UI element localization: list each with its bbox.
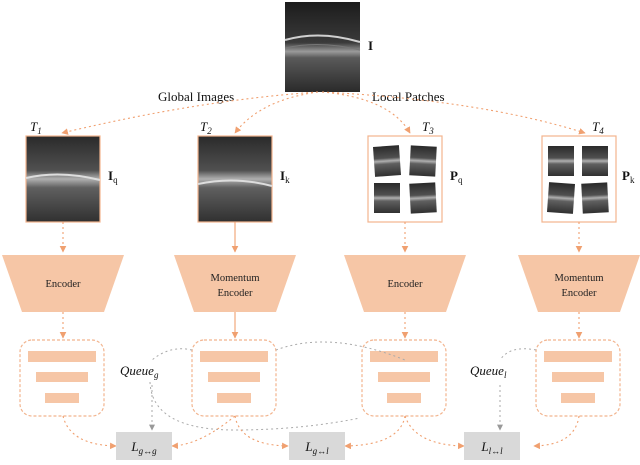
queue-arrows [149, 341, 537, 431]
view-label-iq: Iq [108, 168, 118, 185]
loss-box-gl [289, 432, 345, 460]
encoder-3-label: Encoder [388, 279, 423, 290]
encoder-query-local [344, 255, 466, 312]
queue-global-label: Queueg [120, 363, 159, 380]
transform-4: T4 [592, 119, 604, 136]
view-patches-pk [541, 135, 617, 223]
view-label-pq: Pq [450, 168, 463, 185]
encoder-4-label-line2: Encoder [562, 288, 597, 299]
loss-box-ll [464, 432, 520, 460]
image-to-encoder-arrows [59, 222, 583, 253]
encoder-2-label-line2: Encoder [218, 288, 253, 299]
encoder-query-global [2, 255, 124, 312]
augmentation-arrows [61, 91, 586, 135]
view-image-ik [197, 135, 273, 223]
feature-to-loss-arrows [62, 415, 580, 450]
view-label-ik: Ik [280, 168, 290, 185]
encoder-1-label: Encoder [46, 279, 81, 290]
loss-gl-label: Lg↔l [304, 439, 329, 456]
transform-1: T1 [30, 119, 42, 136]
loss-ll-label: Ll↔l [480, 439, 503, 456]
view-label-pk: Pk [622, 168, 635, 185]
view-image-iq [25, 135, 101, 223]
input-image-label: I [368, 38, 373, 53]
momentum-encoder-local [518, 255, 640, 312]
encoder-2-label-line1: Momentum [211, 273, 260, 284]
global-images-label: Global Images [158, 89, 234, 104]
encoder-4-label-line1: Momentum [555, 273, 604, 284]
transform-2: T2 [200, 119, 212, 136]
loss-box-gg [116, 432, 172, 460]
input-image [284, 2, 361, 92]
loss-gg-label: Lg↔g [130, 439, 157, 456]
momentum-encoder-global [174, 255, 296, 312]
local-patches-label: Local Patches [372, 89, 445, 104]
queue-local-label: Queuel [470, 363, 507, 380]
transform-3: T3 [422, 119, 434, 136]
feature-box-1 [19, 339, 105, 417]
view-patches-pq [367, 135, 443, 223]
encoder-to-feature-arrows [59, 312, 583, 339]
feature-box-2 [191, 339, 277, 417]
feature-box-4 [535, 339, 621, 417]
feature-box-3 [361, 339, 447, 417]
